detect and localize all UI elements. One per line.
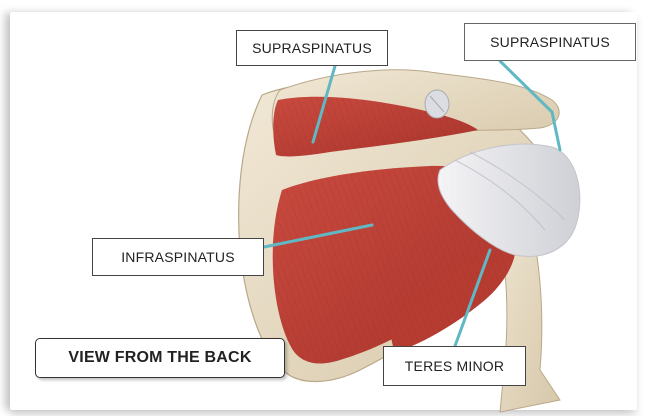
label-supraspinatus-right: SUPRASPINATUS (464, 23, 636, 61)
label-supraspinatus-top: SUPRASPINATUS (236, 30, 388, 66)
label-teres-minor: TERES MINOR (383, 346, 526, 386)
label-infraspinatus: INFRASPINATUS (92, 238, 264, 276)
label-view-from-back: VIEW FROM THE BACK (35, 338, 285, 378)
